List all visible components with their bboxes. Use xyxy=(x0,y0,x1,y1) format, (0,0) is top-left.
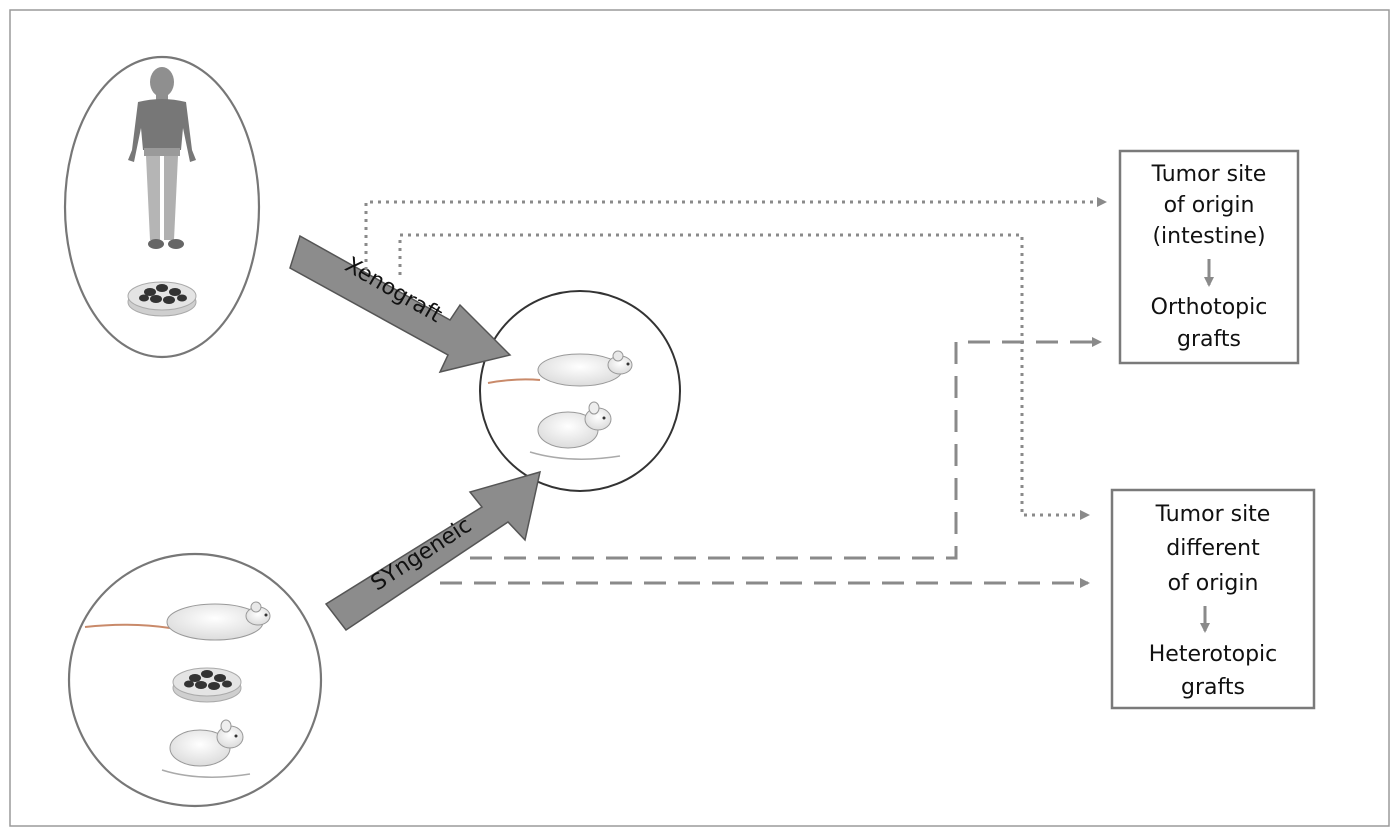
petri-dish-icon xyxy=(172,667,242,703)
host-mice-group xyxy=(479,290,681,492)
xenograft-to-orthotopic-connector xyxy=(364,197,1107,270)
human-source-group xyxy=(63,55,261,359)
heterotopic-box: Tumor site different of origin Heterotop… xyxy=(1110,488,1316,710)
syngeneic-arrow: SYngeneic xyxy=(324,470,542,632)
human-source-ellipse xyxy=(63,55,261,359)
mouse-icon xyxy=(529,401,621,460)
petri-dish-icon xyxy=(127,281,197,317)
mouse-icon xyxy=(161,719,251,778)
xenograft-to-heterotopic-connector xyxy=(398,233,1090,520)
mouse-source-group xyxy=(67,552,323,808)
orthotopic-result-line-2: grafts xyxy=(1177,327,1241,352)
orthotopic-result-line-1: Orthotopic xyxy=(1151,295,1268,320)
human-figure-icon xyxy=(128,67,196,249)
mouse-icon xyxy=(487,350,633,387)
orthotopic-site-line-2: of origin xyxy=(1164,193,1255,218)
heterotopic-site-line-2: different xyxy=(1166,536,1260,561)
orthotopic-site-line-1: Tumor site xyxy=(1151,162,1267,187)
host-mice-circle xyxy=(479,290,681,492)
heterotopic-site-line-3: of origin xyxy=(1168,571,1259,596)
orthotopic-box: Tumor site of origin (intestine) Orthoto… xyxy=(1118,149,1300,365)
mouse-icon xyxy=(84,601,271,641)
heterotopic-result-line-1: Heterotopic xyxy=(1149,642,1278,667)
mouse-source-circle xyxy=(67,552,323,808)
syngeneic-to-orthotopic-connector xyxy=(470,337,1102,560)
heterotopic-result-line-2: grafts xyxy=(1181,675,1245,700)
outer-frame xyxy=(9,9,1390,827)
orthotopic-site-line-3: (intestine) xyxy=(1152,224,1265,249)
heterotopic-site-line-1: Tumor site xyxy=(1155,502,1271,527)
